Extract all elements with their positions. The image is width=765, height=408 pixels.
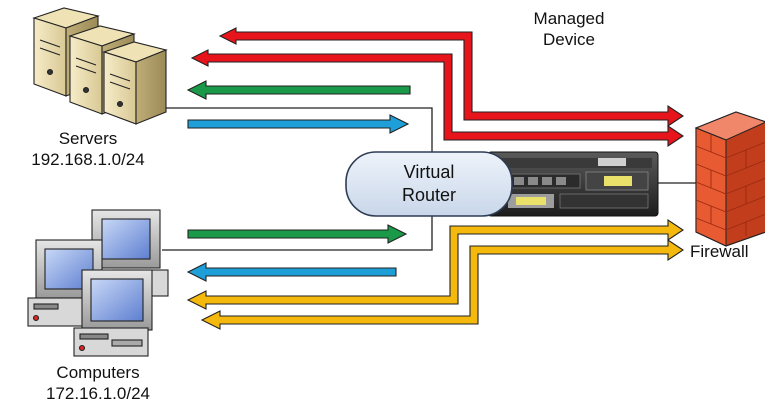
servers-name: Servers [58,129,118,148]
server-unit [102,41,168,125]
red-arrow-to-servers-bottom [190,49,684,148]
computers-label: Computers 172.16.1.0/24 [14,362,182,404]
managed-device-label: Managed Device [514,8,624,50]
managed-device-line2: Device [543,30,595,49]
orange-arrow-to-computers-bottom [200,238,684,330]
desktop-computer [73,269,153,357]
firewall-label: Firewall [690,241,765,262]
computers-subnet: 172.16.1.0/24 [46,384,150,403]
green-flow [186,80,411,244]
green-arrow-to-servers [186,80,411,100]
servers-subnet: 192.168.1.0/24 [31,150,145,169]
red-flow [190,27,684,148]
computer-link [162,212,433,251]
orange-arrow-to-computers-top [186,218,684,310]
virtual-router-bubble [345,151,513,217]
desktop-computers-icon [27,209,169,357]
servers-label: Servers 192.168.1.0/24 [0,128,176,170]
blue-arrow-from-servers [187,114,410,134]
managed-device-line1: Managed [533,9,605,28]
blue-flow [186,114,410,282]
firewall-brick-icon [694,111,765,247]
blue-arrow-to-computers [186,262,397,282]
orange-flow [186,218,684,330]
network-appliance-icon [487,151,659,217]
server-stack-icon [32,7,168,125]
connection-lines [150,107,696,251]
computers-name: Computers [56,363,140,382]
firewall-name: Firewall [690,242,749,261]
green-arrow-from-computers [187,224,408,244]
server-link [150,107,433,158]
